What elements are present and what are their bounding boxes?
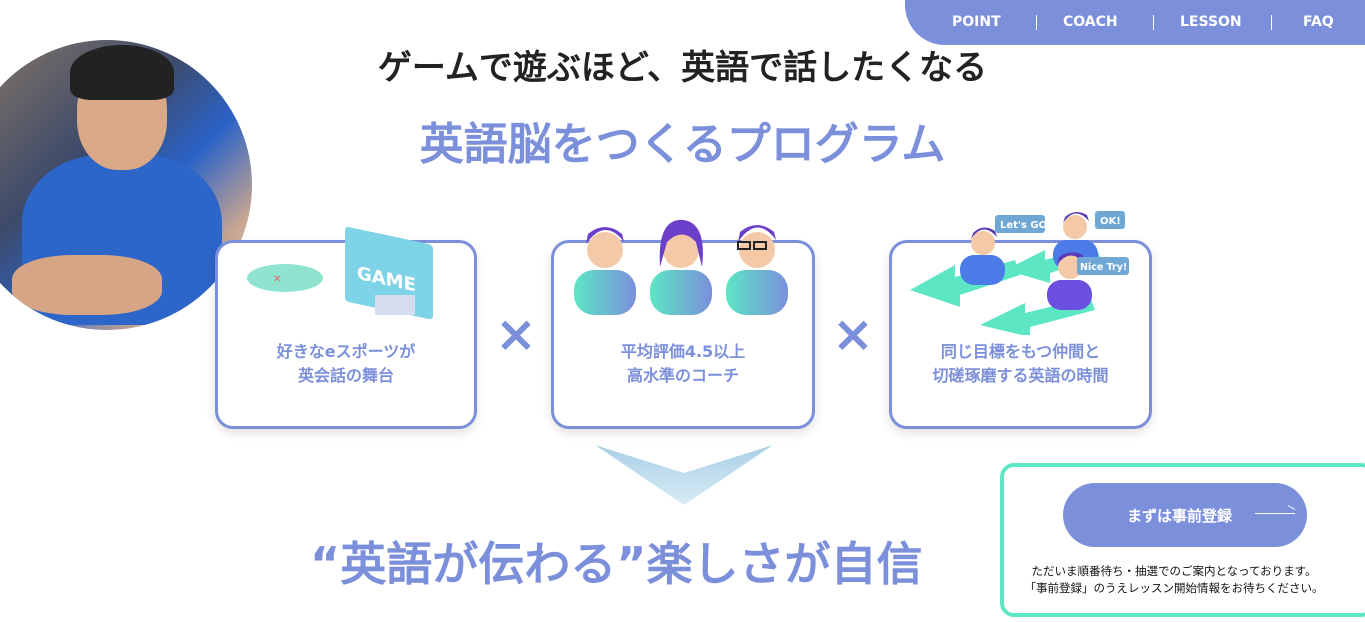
peers-illustration: Let's GO! OK! Nice Try! bbox=[910, 211, 1129, 335]
nav-divider bbox=[1153, 15, 1154, 30]
child-photo bbox=[0, 40, 252, 330]
speech-bubble: Let's GO! bbox=[1000, 220, 1052, 231]
waitlist-note: ただいま順番待ち・抽選でのご案内となっております。 bbox=[1031, 564, 1317, 578]
nav-coach[interactable]: COACH bbox=[1063, 14, 1118, 30]
waitlist-note: 「事前登録」のうえレッスン開始情報をお待ちください。 bbox=[1024, 581, 1324, 595]
game-monitor-icon: GAME ✕ bbox=[247, 227, 433, 320]
nav-divider bbox=[1036, 15, 1037, 30]
nav-point[interactable]: POINT bbox=[952, 14, 1001, 30]
conclusion-text: “英語が伝わる”楽しさが自信 bbox=[310, 537, 923, 591]
down-chevron-icon bbox=[595, 445, 773, 505]
headline: ゲームで遊ぶほど、英語で話したくなる bbox=[377, 48, 988, 88]
card-text: 英会話の舞台 bbox=[297, 366, 394, 385]
nav-lesson[interactable]: LESSON bbox=[1180, 14, 1242, 30]
card-text: 好きなeスポーツが bbox=[276, 342, 416, 361]
speech-bubble: OK! bbox=[1100, 216, 1121, 227]
nav-faq[interactable]: FAQ bbox=[1303, 14, 1334, 30]
card-text: 同じ目標をもつ仲間と bbox=[940, 342, 1101, 361]
pre-register-button[interactable]: まずは事前登録 bbox=[1063, 483, 1307, 547]
coaches-illustration bbox=[574, 219, 788, 315]
multiply-icon: × bbox=[495, 305, 537, 363]
card-text: 切磋琢磨する英語の時間 bbox=[932, 366, 1109, 385]
speech-bubble: Nice Try! bbox=[1080, 262, 1127, 273]
svg-text:✕: ✕ bbox=[273, 274, 281, 285]
subheadline: 英語脳をつくるプログラム bbox=[419, 119, 946, 170]
multiply-icon: × bbox=[832, 305, 874, 363]
nav-divider bbox=[1271, 15, 1272, 30]
top-nav: POINT COACH LESSON FAQ bbox=[905, 0, 1365, 45]
card-text: 平均評価4.5以上 bbox=[620, 342, 746, 361]
arrow-right-icon bbox=[1255, 513, 1295, 514]
card-text: 高水準のコーチ bbox=[626, 366, 739, 385]
pre-register-label: まずは事前登録 bbox=[1127, 506, 1233, 525]
registration-panel: まずは事前登録 ただいま順番待ち・抽選でのご案内となっております。「事前登録」の… bbox=[1000, 463, 1365, 617]
